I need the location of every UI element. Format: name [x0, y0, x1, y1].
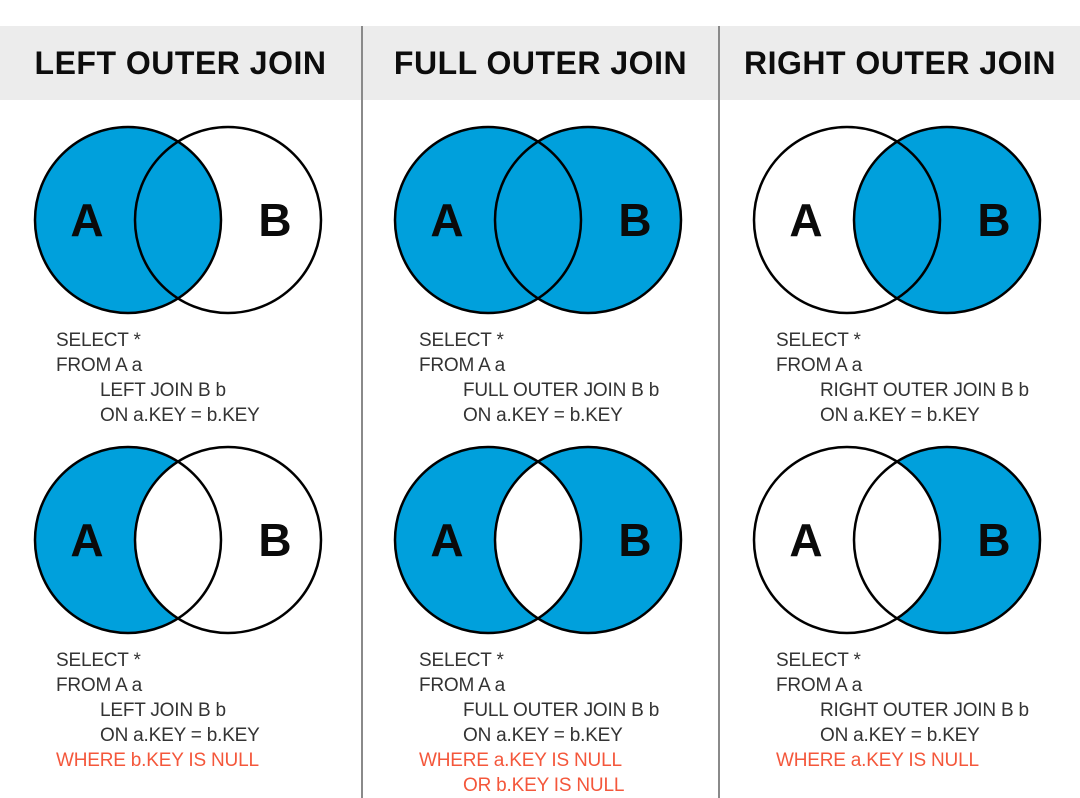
- venn-full-outer-join-icon: A B: [393, 125, 682, 315]
- sql-line: SELECT *: [776, 330, 861, 351]
- sql-line: ON a.KEY = b.KEY: [820, 405, 980, 426]
- circle-b-label: B: [618, 194, 651, 246]
- circle-b-label: B: [977, 194, 1010, 246]
- sql-line: FROM A a: [776, 355, 863, 376]
- sql-line: SELECT *: [419, 330, 504, 351]
- sql-line: RIGHT OUTER JOIN B b: [820, 700, 1029, 721]
- sql-block: SELECT * FROM A a RIGHT OUTER JOIN B b O…: [720, 328, 1080, 428]
- circle-a-label: A: [70, 514, 103, 566]
- sql-block: SELECT * FROM A a FULL OUTER JOIN B b ON…: [363, 328, 718, 428]
- sql-line: SELECT *: [56, 650, 141, 671]
- circle-a-label: A: [70, 194, 103, 246]
- sql-line: SELECT *: [56, 330, 141, 351]
- venn-full-outer-excluding-icon: A B: [393, 445, 682, 635]
- sql-line: ON a.KEY = b.KEY: [100, 725, 260, 746]
- sql-block: SELECT * FROM A a LEFT JOIN B b ON a.KEY…: [0, 328, 361, 428]
- circle-b: [854, 127, 1040, 313]
- sql-line: SELECT *: [776, 650, 861, 671]
- circle-b-label: B: [258, 194, 291, 246]
- sql-block: SELECT * FROM A a FULL OUTER JOIN B b ON…: [363, 648, 718, 798]
- circle-a-label: A: [430, 194, 463, 246]
- circle-a-label: A: [789, 514, 822, 566]
- venn-left-join-icon: A B: [33, 125, 322, 315]
- circle-b-label: B: [258, 514, 291, 566]
- sql-line: FROM A a: [419, 675, 506, 696]
- sql-block: SELECT * FROM A a RIGHT OUTER JOIN B b O…: [720, 648, 1080, 773]
- circle-a-label: A: [789, 194, 822, 246]
- sql-line: FROM A a: [56, 355, 143, 376]
- sql-line: FROM A a: [776, 675, 863, 696]
- circle-b-label: B: [618, 514, 651, 566]
- column-right-outer-join: RIGHT OUTER JOIN A B SELECT * FROM A a R…: [720, 26, 1080, 798]
- sql-line-where: WHERE b.KEY IS NULL: [56, 750, 259, 771]
- sql-line-where: WHERE a.KEY IS NULL: [776, 750, 979, 771]
- column-title: RIGHT OUTER JOIN: [743, 44, 1056, 81]
- circle-a: [34, 127, 221, 313]
- sql-block: SELECT * FROM A a LEFT JOIN B b ON a.KEY…: [0, 648, 361, 773]
- sql-line-where: OR b.KEY IS NULL: [463, 775, 625, 796]
- sql-line: ON a.KEY = b.KEY: [100, 405, 260, 426]
- sql-line: ON a.KEY = b.KEY: [820, 725, 980, 746]
- column-title: FULL OUTER JOIN: [393, 44, 688, 81]
- intersection: [134, 447, 221, 633]
- sql-line: SELECT *: [419, 650, 504, 671]
- sql-line-where: WHERE a.KEY IS NULL: [419, 750, 622, 771]
- column-title: LEFT OUTER JOIN: [34, 44, 327, 81]
- sql-line: ON a.KEY = b.KEY: [463, 405, 623, 426]
- sql-line: ON a.KEY = b.KEY: [463, 725, 623, 746]
- venn-right-outer-excluding-icon: A B: [752, 445, 1042, 635]
- sql-line: LEFT JOIN B b: [100, 380, 226, 401]
- sql-line: FULL OUTER JOIN B b: [463, 380, 660, 401]
- venn-left-outer-excluding-icon: A B: [33, 445, 322, 635]
- top-margin: [0, 0, 1080, 26]
- column-full-outer-join: FULL OUTER JOIN A B SELECT * FROM A a FU…: [361, 26, 720, 798]
- sql-line: FROM A a: [56, 675, 143, 696]
- column-header: LEFT OUTER JOIN: [0, 26, 361, 100]
- circle-b-label: B: [977, 514, 1010, 566]
- circle-b: [494, 127, 681, 313]
- sql-line: FULL OUTER JOIN B b: [463, 700, 660, 721]
- column-left-outer-join: LEFT OUTER JOIN A B SELECT * FROM A a LE…: [0, 26, 361, 798]
- sql-line: RIGHT OUTER JOIN B b: [820, 380, 1029, 401]
- circle-a-label: A: [430, 514, 463, 566]
- sql-line: FROM A a: [419, 355, 506, 376]
- columns-grid: LEFT OUTER JOIN A B SELECT * FROM A a LE…: [0, 26, 1080, 798]
- column-header: FULL OUTER JOIN: [363, 26, 718, 100]
- column-header: RIGHT OUTER JOIN: [720, 26, 1080, 100]
- intersection: [494, 447, 581, 633]
- venn-right-join-icon: A B: [752, 125, 1042, 315]
- sql-line: LEFT JOIN B b: [100, 700, 226, 721]
- intersection: [854, 447, 940, 633]
